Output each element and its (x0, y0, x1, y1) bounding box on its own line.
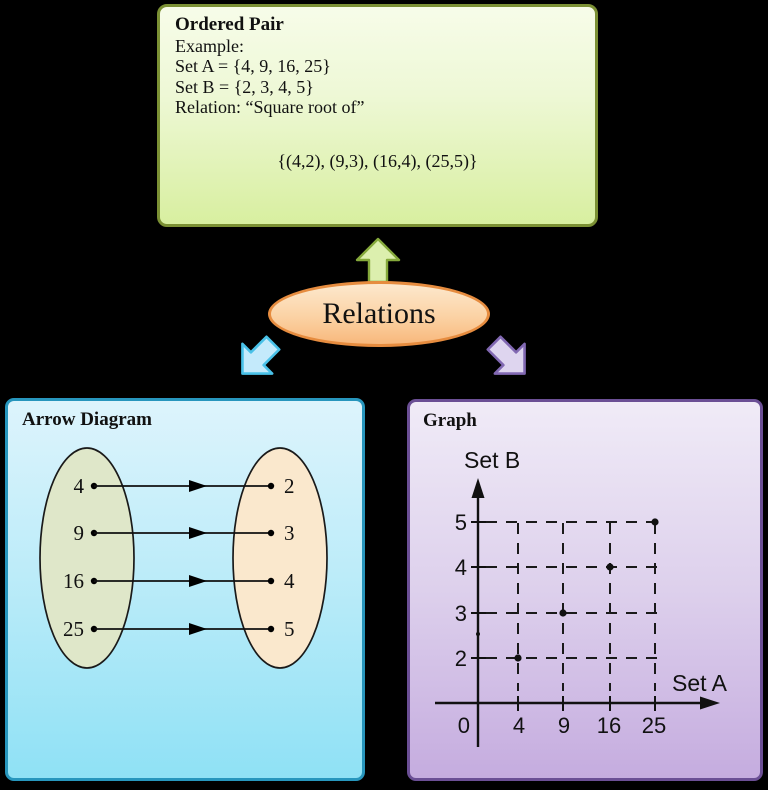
svg-text:4: 4 (513, 713, 525, 738)
svg-text:9: 9 (558, 713, 570, 738)
mapping-row: 9 3 (74, 521, 295, 545)
svg-text:4: 4 (455, 555, 467, 580)
graph-box: Graph (407, 399, 763, 781)
dashed-grid (486, 521, 662, 691)
x-axis-arrowhead (700, 696, 720, 710)
ordered-pair-title: Ordered Pair (175, 14, 284, 35)
axis-ticks (471, 521, 656, 711)
graph-figure: Set B Set A 0 5 4 3 2 4 9 16 25 (435, 447, 728, 747)
svg-text:5: 5 (284, 617, 295, 641)
svg-text:25: 25 (63, 617, 84, 641)
mapping-row: 4 2 (74, 474, 295, 498)
point-16-4 (606, 563, 614, 571)
ordered-pair-box: Ordered Pair Example: Set A = {4, 9, 16,… (157, 4, 598, 227)
svg-text:16: 16 (597, 713, 621, 738)
svg-text:3: 3 (455, 601, 467, 626)
svg-text:3: 3 (284, 521, 295, 545)
point-9-3 (559, 609, 567, 617)
relations-label: Relations (322, 297, 436, 330)
mapping-row: 25 5 (63, 617, 295, 641)
set-b-oval (232, 447, 328, 669)
svg-text:4: 4 (74, 474, 85, 498)
ordered-pair-line: Set B = {2, 3, 4, 5} (175, 76, 314, 97)
y-tick-labels: 5 4 3 2 (455, 510, 467, 671)
ordered-pairs-set: {(4,2), (9,3), (16,4), (25,5)} (277, 151, 478, 171)
y-axis-label: Set B (464, 447, 520, 473)
ordered-pair-text: Ordered Pair Example: Set A = {4, 9, 16,… (160, 7, 595, 118)
set-a-oval (39, 447, 135, 669)
arrow-diagram-figure: 4 2 9 3 16 4 25 (39, 447, 328, 669)
graph-title: Graph (423, 410, 477, 431)
svg-text:5: 5 (455, 510, 467, 535)
down-right-arrow-icon (486, 335, 526, 375)
svg-text:16: 16 (63, 569, 84, 593)
arrow-diagram-box: Arrow Diagram 4 2 9 3 16 (5, 398, 365, 781)
origin-label: 0 (458, 713, 470, 738)
y-axis-arrowhead (471, 478, 485, 498)
down-left-arrow-icon (241, 335, 281, 375)
svg-text:25: 25 (642, 713, 666, 738)
ordered-pair-line: Set A = {4, 9, 16, 25} (175, 56, 331, 76)
up-arrow-icon (355, 237, 401, 284)
svg-text:2: 2 (284, 474, 295, 498)
svg-text:4: 4 (284, 569, 295, 593)
x-tick-labels: 4 9 16 25 (513, 713, 666, 738)
x-axis-label: Set A (672, 670, 728, 696)
svg-text:2: 2 (455, 646, 467, 671)
axes (435, 494, 705, 747)
stray-dot (476, 632, 480, 636)
relations-oval: Relations (268, 281, 490, 347)
ordered-pair-line: Relation: “Square root of” (175, 97, 365, 117)
point-4-2 (514, 654, 522, 662)
data-points (476, 518, 659, 662)
svg-text:9: 9 (74, 521, 85, 545)
point-25-5 (651, 518, 659, 526)
arrow-diagram-title: Arrow Diagram (22, 409, 152, 430)
ordered-pair-line: Example: (175, 35, 244, 56)
mapping-row: 16 4 (63, 569, 295, 593)
